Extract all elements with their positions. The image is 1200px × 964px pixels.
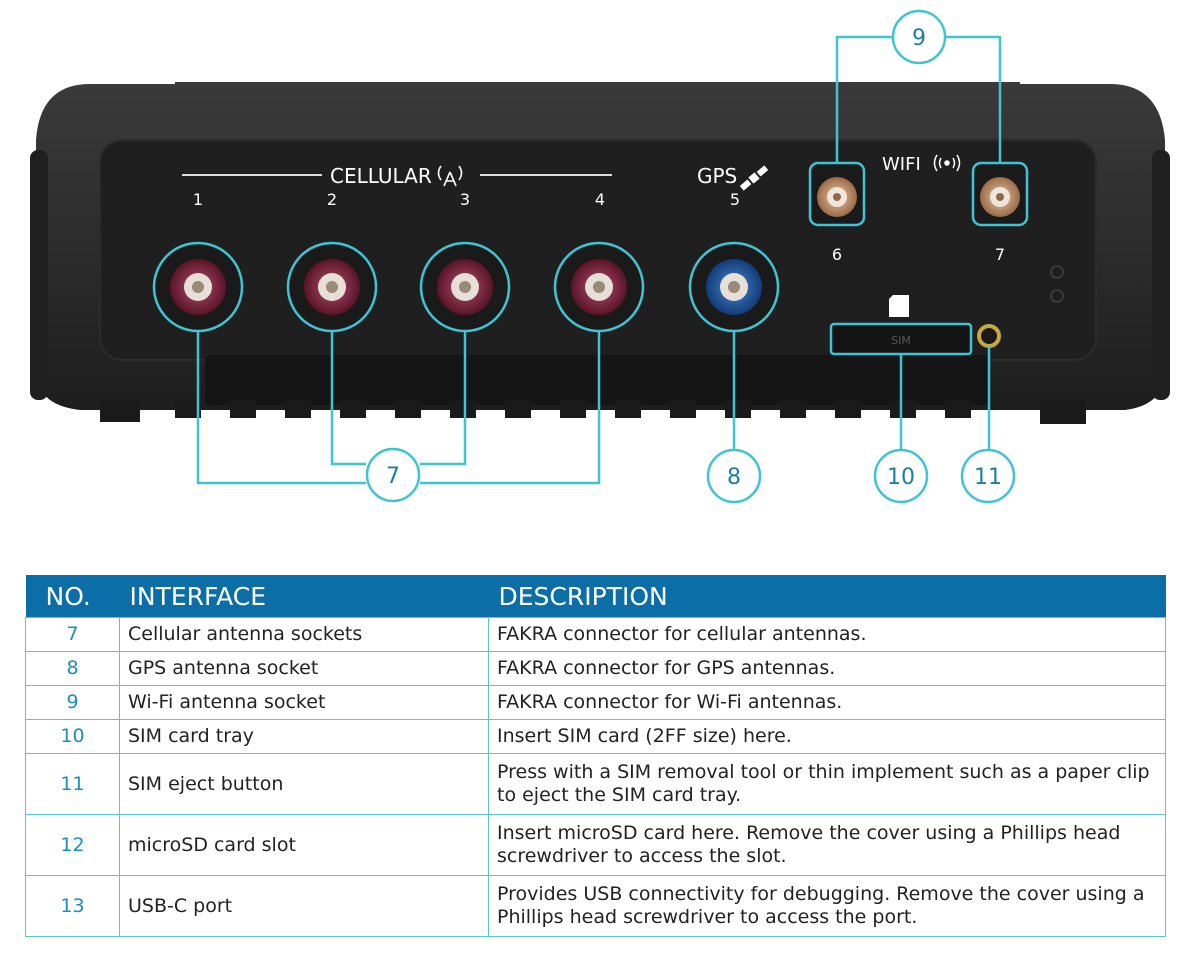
table-row: 11 SIM eject button Press with a SIM rem… — [25, 753, 1166, 815]
row-description: FAKRA connector for cellular antennas. — [488, 617, 1166, 652]
port-number-7: 7 — [995, 245, 1005, 264]
port-number-4: 4 — [595, 190, 605, 209]
row-interface: USB-C port — [119, 875, 489, 937]
cellular-connector-4[interactable] — [553, 241, 645, 333]
row-description: FAKRA connector for Wi-Fi antennas. — [488, 685, 1166, 720]
callout-9-text: 9 — [912, 26, 926, 51]
table-row: 9 Wi-Fi antenna socket FAKRA connector f… — [25, 685, 1166, 720]
table-header-row: NO. INTERFACE DESCRIPTION — [25, 575, 1166, 618]
port-number-5: 5 — [730, 190, 740, 209]
callout-lines — [196, 35, 1002, 485]
status-led-2 — [1050, 289, 1064, 303]
row-interface: GPS antenna socket — [119, 651, 489, 686]
port-number-1: 1 — [193, 190, 203, 209]
port-number-2: 2 — [327, 190, 337, 209]
callout-7: 7 — [365, 447, 421, 503]
row-description: Insert microSD card here. Remove the cov… — [488, 814, 1166, 876]
row-no: 11 — [25, 753, 120, 815]
row-interface: microSD card slot — [119, 814, 489, 876]
header-interface: INTERFACE — [119, 575, 489, 618]
row-description: Press with a SIM removal tool or thin im… — [488, 753, 1166, 815]
cooling-fins — [100, 400, 1086, 424]
row-no: 7 — [25, 617, 120, 652]
table-row: 7 Cellular antenna sockets FAKRA connect… — [25, 617, 1166, 652]
row-description: FAKRA connector for GPS antennas. — [488, 651, 1166, 686]
wifi-label: WIFI — [882, 154, 921, 175]
table-row: 10 SIM card tray Insert SIM card (2FF si… — [25, 719, 1166, 754]
callout-9: 9 — [891, 9, 947, 65]
callout-8: 8 — [706, 448, 762, 504]
callout-11: 11 — [960, 448, 1016, 504]
gps-connector[interactable] — [688, 241, 780, 333]
lower-rail — [205, 355, 990, 405]
cellular-connector-3[interactable] — [419, 241, 511, 333]
table-row: 12 microSD card slot Insert microSD card… — [25, 814, 1166, 876]
gps-label: GPS — [697, 164, 737, 188]
row-no: 12 — [25, 814, 120, 876]
header-no: NO. — [25, 575, 120, 618]
row-description: Provides USB connectivity for debugging.… — [488, 875, 1166, 937]
left-bumper — [30, 150, 48, 400]
cellular-antenna-icon — [437, 165, 463, 187]
table-row: 13 USB-C port Provides USB connectivity … — [25, 875, 1166, 937]
row-interface: Cellular antenna sockets — [119, 617, 489, 652]
port-number-6: 6 — [832, 245, 842, 264]
row-interface: SIM eject button — [119, 753, 489, 815]
interface-table: NO. INTERFACE DESCRIPTION 7 Cellular ant… — [25, 575, 1166, 937]
device-front-illustration: CELLULAR GPS WIFI 1 2 3 4 5 6 7 — [30, 9, 1170, 504]
row-interface: SIM card tray — [119, 719, 489, 754]
row-description: Insert SIM card (2FF size) here. — [488, 719, 1166, 754]
callout-10-text: 10 — [887, 465, 915, 490]
wifi-connector-6[interactable] — [808, 161, 866, 227]
port-number-3: 3 — [460, 190, 470, 209]
status-led-1 — [1050, 265, 1064, 279]
callout-11-text: 11 — [974, 465, 1002, 490]
sim-tray-label: SIM — [891, 334, 911, 347]
row-no: 13 — [25, 875, 120, 937]
cellular-connector-2[interactable] — [286, 241, 378, 333]
callout-8-text: 8 — [727, 465, 741, 490]
right-bumper — [1152, 150, 1170, 400]
sim-eject-button[interactable] — [977, 324, 1001, 348]
header-description: DESCRIPTION — [488, 575, 1166, 618]
callout-7-text: 7 — [386, 464, 400, 489]
callout-10: 10 — [873, 448, 929, 504]
wifi-connector-7[interactable] — [971, 161, 1029, 227]
row-no: 8 — [25, 651, 120, 686]
row-interface: Wi-Fi antenna socket — [119, 685, 489, 720]
table-row: 8 GPS antenna socket FAKRA connector for… — [25, 651, 1166, 686]
cellular-connector-1[interactable] — [152, 241, 244, 333]
row-no: 10 — [25, 719, 120, 754]
sim-card-icon — [889, 295, 909, 317]
cellular-label: CELLULAR — [330, 164, 432, 188]
satellite-icon — [739, 165, 769, 191]
row-no: 9 — [25, 685, 120, 720]
wifi-signal-icon — [933, 154, 961, 172]
